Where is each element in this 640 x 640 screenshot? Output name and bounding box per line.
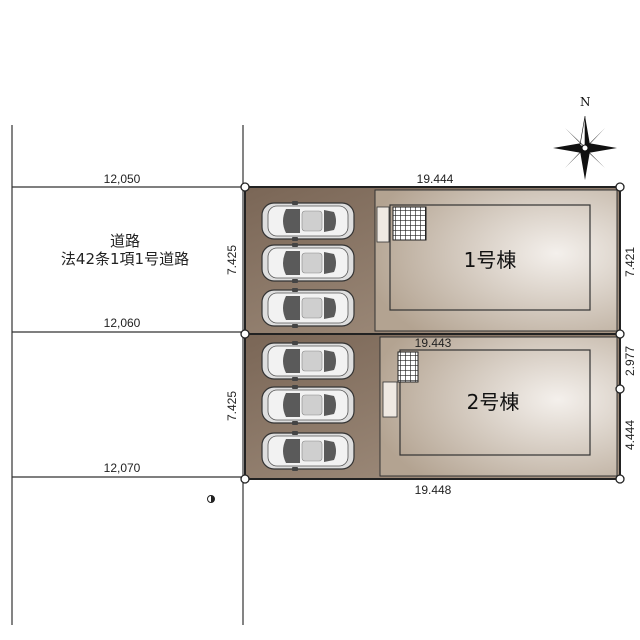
car-icon	[261, 287, 355, 329]
building-1-label: 1号棟	[464, 248, 517, 272]
building-2-stair-grid	[397, 351, 419, 383]
building-2-label: 2号棟	[467, 390, 520, 414]
road-label-line2: 法42条1項1号道路	[61, 250, 189, 268]
building-2-footprint	[399, 349, 591, 456]
car-icon	[261, 430, 355, 472]
right-mid-depth: 2.977	[623, 346, 637, 376]
road-boundary-lines	[11, 125, 244, 625]
right-upper-depth: 7.421	[623, 247, 637, 277]
lot-top-width: 19.444	[417, 172, 454, 186]
building-1-stair-grid	[392, 206, 427, 241]
road-width-bottom: 12,070	[104, 461, 141, 475]
survey-point-icon	[207, 495, 215, 503]
north-label: N	[580, 95, 591, 109]
building-1-footprint	[389, 204, 591, 311]
north-arrow-icon	[553, 115, 617, 180]
car-icon	[261, 242, 355, 284]
car-icon	[261, 384, 355, 426]
parking-lower	[261, 340, 355, 472]
parking-upper	[261, 200, 355, 329]
road-width-middle: 12,060	[104, 316, 141, 330]
lot-bottom-width: 19.448	[415, 483, 452, 497]
right-lower-depth: 4.444	[623, 420, 637, 450]
corner-markers	[240, 182, 625, 484]
road-width-top: 12,050	[104, 172, 141, 186]
lot-middle-width: 19.443	[415, 336, 452, 350]
car-icon	[261, 200, 355, 242]
left-lower-depth: 7.425	[225, 391, 239, 421]
road-label-line1: 道路	[110, 232, 140, 250]
car-icon	[261, 340, 355, 382]
left-upper-depth: 7.425	[225, 245, 239, 275]
